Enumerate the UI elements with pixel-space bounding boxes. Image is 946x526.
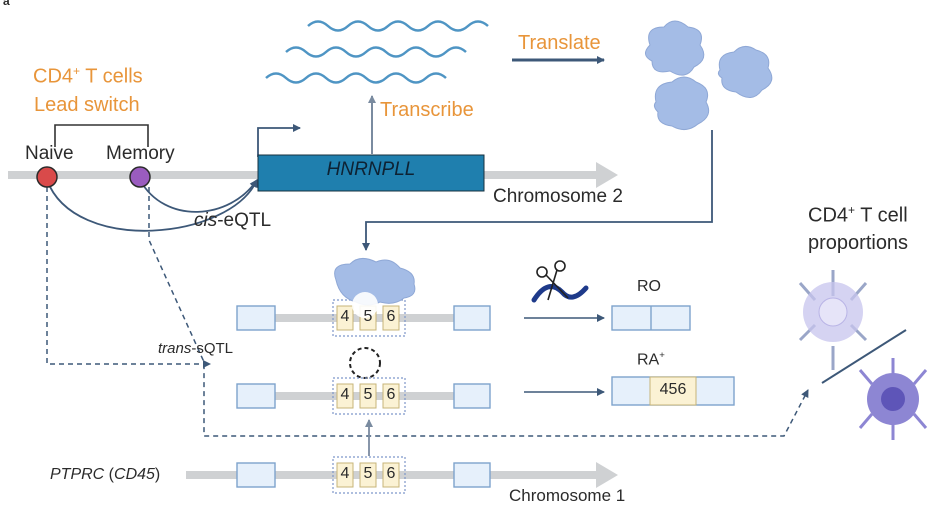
hnrnpll-gene-box [257,154,485,192]
chromosome-1-row [186,456,618,494]
lead-switch-label-line1: CD4+ T cells [33,64,143,88]
naive-snp [36,166,58,188]
cis-arc-naive [46,179,258,232]
ra-isoform-exons: 456 [659,381,687,398]
row2-exon-6: 6 [386,386,396,403]
row3-exon-6: 6 [386,465,396,482]
hnrnpll-gene-label: HNRNPLL [326,159,416,180]
protein-blobs [645,20,773,130]
cis-arc-memory [139,179,258,213]
row3-exon-4: 4 [340,465,350,482]
splicing-row-1 [236,258,691,337]
lead-switch-bracket [54,124,149,147]
row2-exon-5: 5 [363,386,373,403]
row2-exon-4: 4 [340,386,350,403]
ptprc-label: PTPRC (CD45) [50,466,161,483]
panel-letter: a [3,0,10,8]
protein-feedback-path [362,130,713,251]
mrna-waves [265,20,489,84]
memory-snp [129,166,151,188]
memory-label: Memory [106,143,175,164]
proportions-label-line1: CD4+ T cell [808,203,908,227]
trans-path-naive [46,187,211,368]
cis-eqtl-label: cis-eQTL [194,210,272,231]
chromosome-1-label: Chromosome 1 [509,486,626,505]
cd4-cell-dark [858,358,928,440]
trans-sqtl-label: trans-sQTL [158,340,234,357]
absent-protein-circle [349,347,381,379]
ra-isoform-label: RA+ [637,350,665,369]
splicing-row-2 [236,347,735,415]
translate-label: Translate [518,32,601,54]
tss-arrow [257,124,301,157]
naive-label: Naive [25,143,74,164]
ro-isoform-label: RO [637,278,661,295]
chromosome-2-label: Chromosome 2 [493,186,623,207]
cd4-cell-light [798,270,868,370]
transcribe-label: Transcribe [380,99,474,121]
row1-exon-5: 5 [363,308,373,325]
lead-switch-label-line2: Lead switch [34,94,140,116]
proportion-divider [821,329,907,384]
row1-exon-6: 6 [386,308,396,325]
trans-path-memory [148,187,809,437]
row1-exon-4: 4 [340,308,350,325]
row3-exon-5: 5 [363,465,373,482]
proportions-label-line2: proportions [808,232,909,254]
scissors-icon [531,260,589,303]
